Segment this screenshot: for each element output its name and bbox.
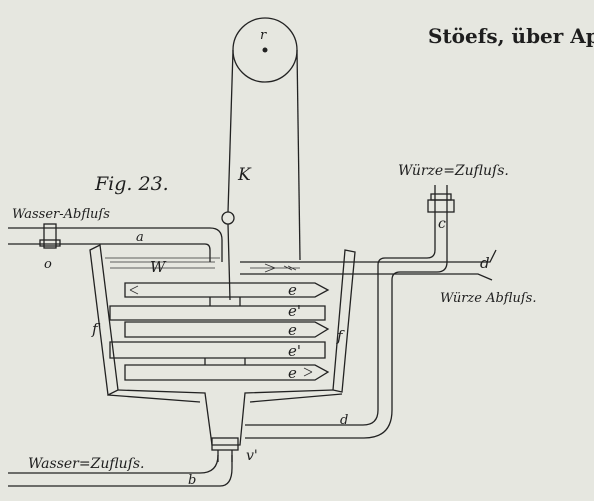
label-w: W xyxy=(150,258,167,276)
vessel: W f' f xyxy=(89,244,360,446)
label-e5: e xyxy=(288,364,297,382)
label-k: K xyxy=(237,165,252,185)
label-d-top: d xyxy=(480,254,490,272)
label-e1: e xyxy=(288,281,297,299)
water-inlet-pipe: Wasser=Zufluſs. b xyxy=(8,454,233,488)
label-e4: e' xyxy=(288,342,301,360)
label-wasser-zufluss: Wasser=Zufluſs. xyxy=(28,456,145,472)
wort-outlet-pipe: d Würze Abfluſs. xyxy=(240,249,536,306)
label-e3: e xyxy=(288,321,297,339)
label-f-right: f xyxy=(336,327,345,345)
label-wuerze-zufluss: Würze=Zufluſs. xyxy=(398,163,509,179)
label-r: r xyxy=(260,28,267,43)
central-valve: v' xyxy=(211,437,258,464)
rope-k: K xyxy=(221,49,301,301)
running-title: Stöefs, über Ap xyxy=(428,24,594,48)
label-f-left: f' xyxy=(91,320,102,338)
label-b: b xyxy=(188,473,196,488)
label-v: v' xyxy=(246,448,258,464)
figure-label: Fig. 23. xyxy=(94,173,169,195)
wort-inlet-pipe: Würze=Zufluſs. c d xyxy=(245,163,509,439)
label-d-bottom: d xyxy=(340,413,348,428)
pulley: r xyxy=(232,17,298,83)
label-o: o xyxy=(44,257,52,272)
label-a: a xyxy=(136,230,144,245)
label-c: c xyxy=(438,216,446,232)
water-outlet-pipe: Wasser-Abfluſs a o xyxy=(8,207,223,272)
trays: e e' e e' e xyxy=(109,281,330,382)
label-e2: e' xyxy=(288,302,301,320)
label-wuerze-abfluss: Würze Abfluſs. xyxy=(440,291,536,306)
label-wasser-abfluss: Wasser-Abfluſs xyxy=(12,207,110,222)
